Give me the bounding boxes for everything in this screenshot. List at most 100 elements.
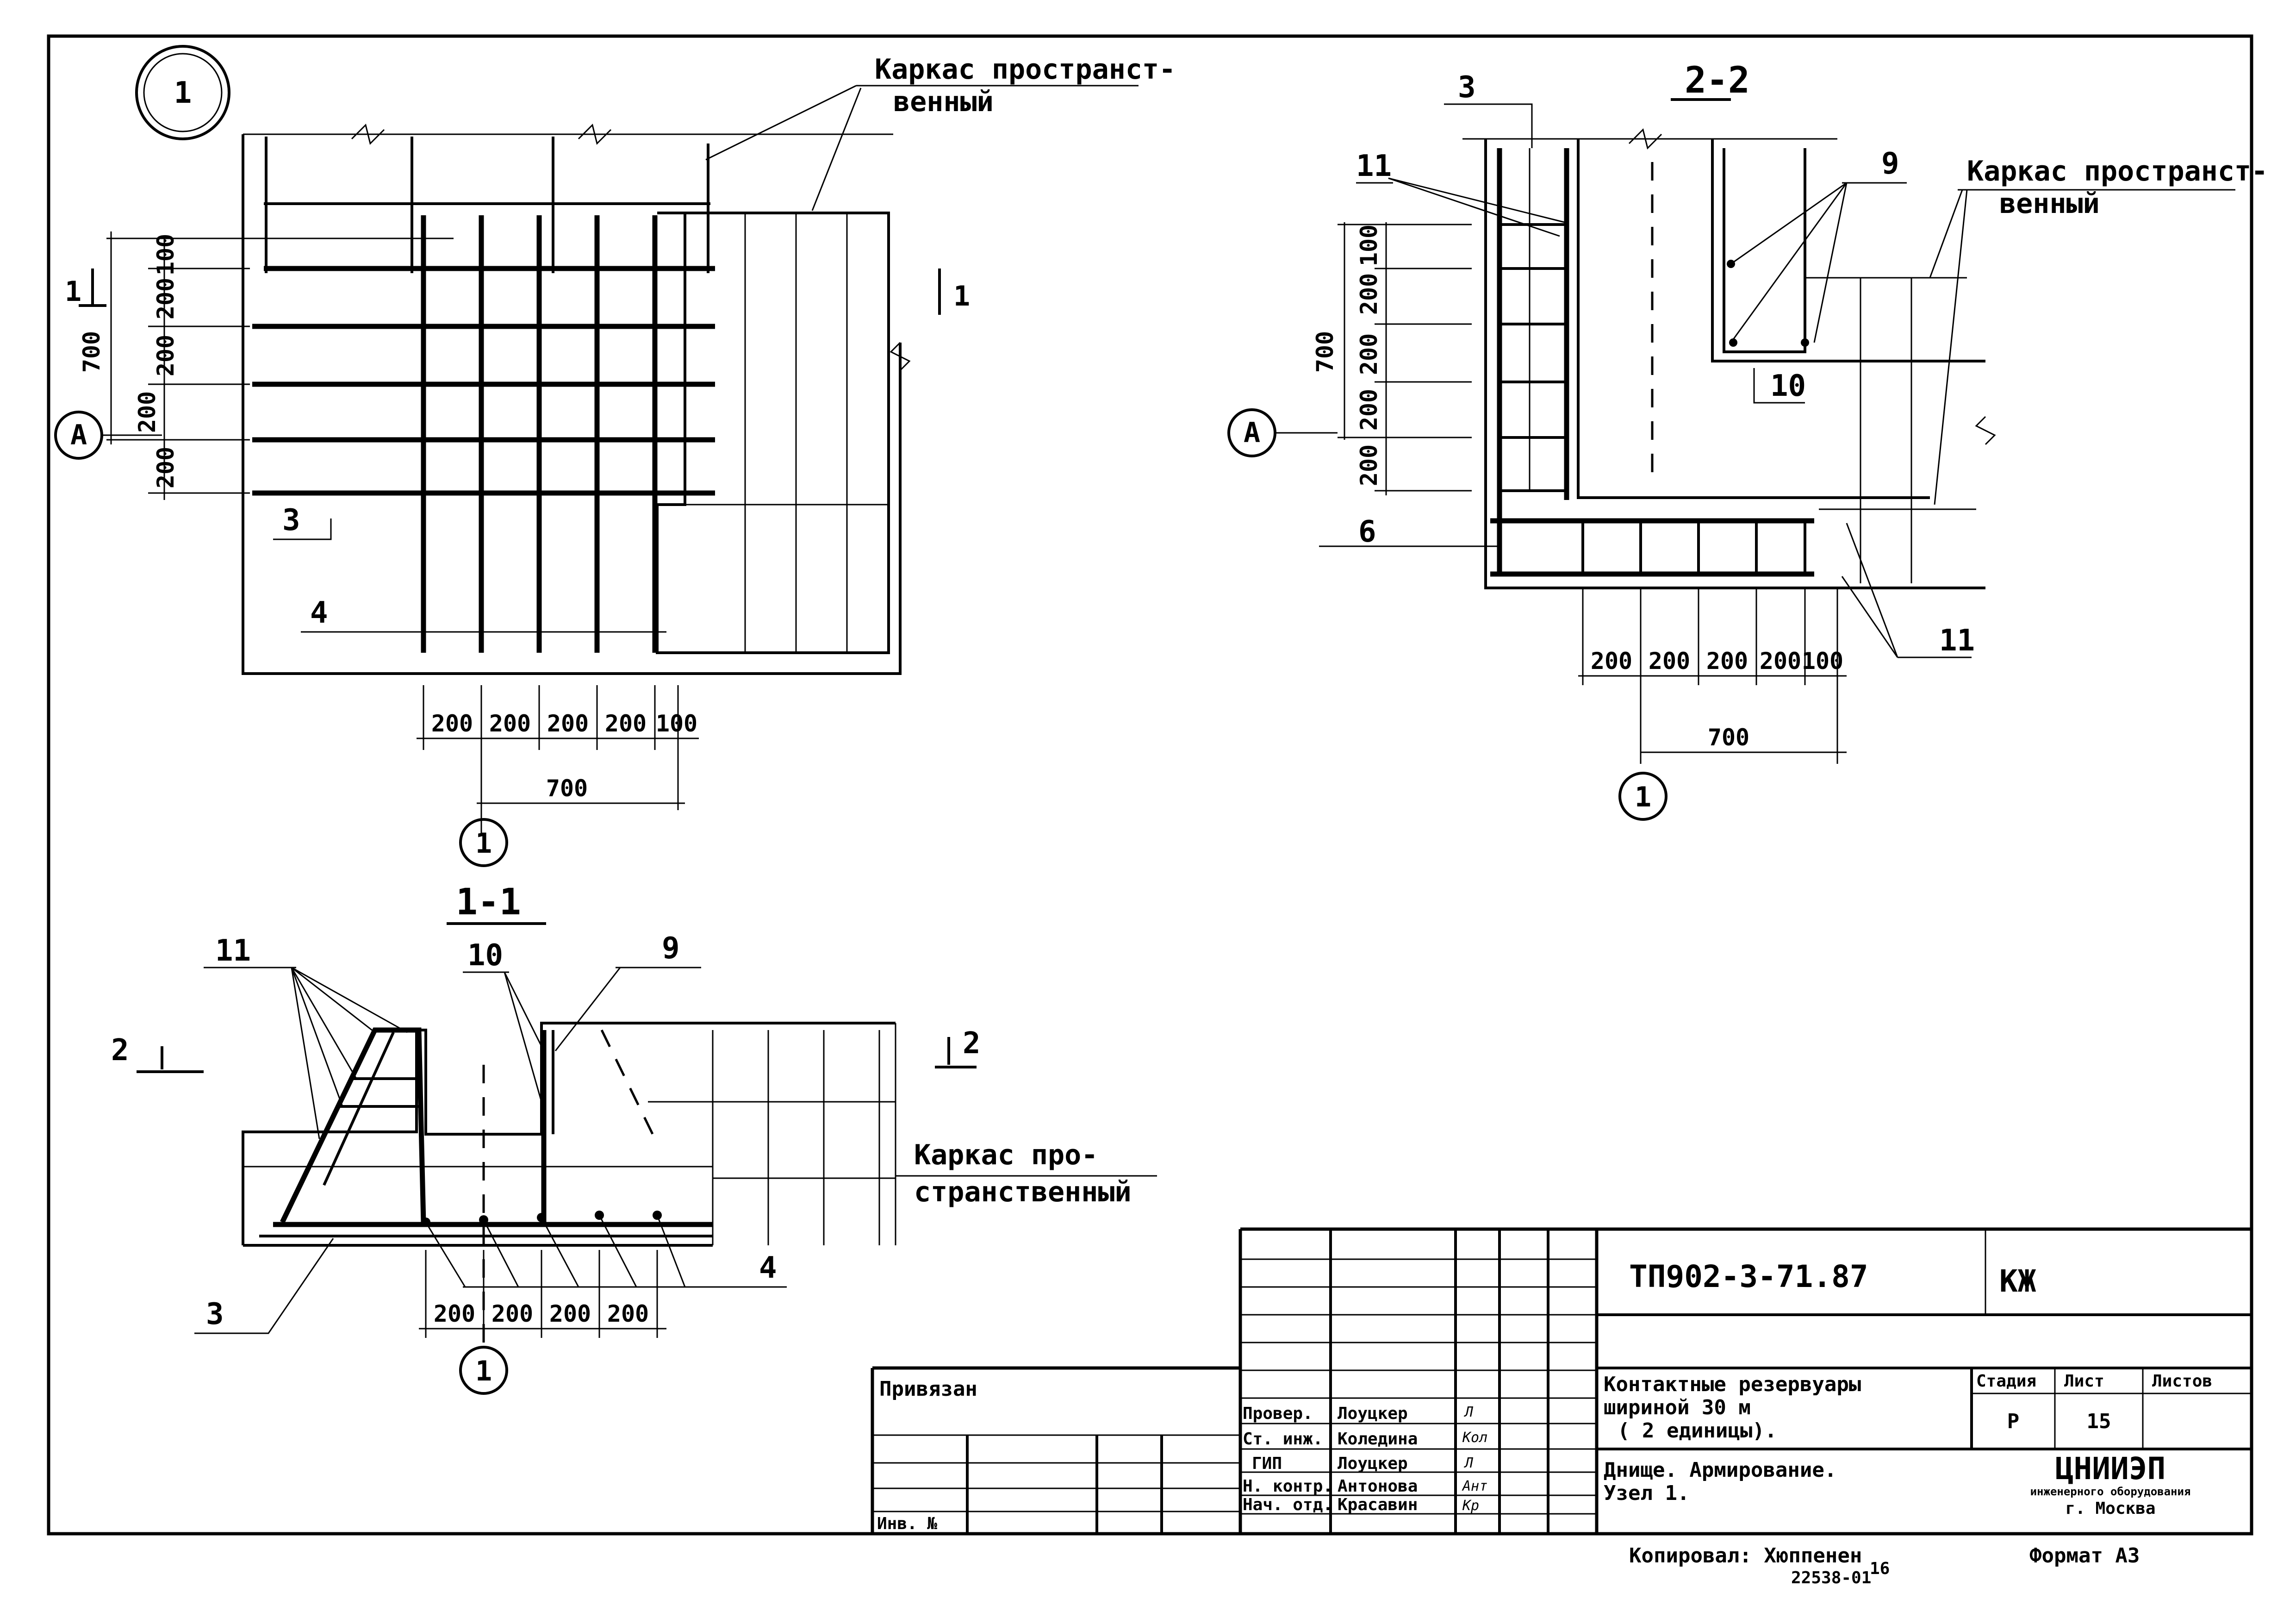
s22-outline-outer (1484, 139, 1985, 589)
plan-dim-v-100: 100 (152, 234, 179, 275)
s11-leader-4b (483, 1219, 519, 1287)
s22-bar-dot (1729, 338, 1737, 347)
s22-break-mark-right (1975, 416, 1996, 445)
tb-stage-header: Стадия (1976, 1372, 2036, 1391)
tb-sheet-value: 15 (2087, 1410, 2111, 1433)
node-mark-circle-outer (135, 45, 230, 140)
tb-role: Ст. инж. (1243, 1430, 1323, 1449)
title-block: Привязан Инв. № ТП902-3-71.87 КЖ Контакт… (871, 1227, 2252, 1587)
s22-dim-h-200: 200 (1760, 648, 1801, 675)
tb-project-line2: шириной 30 м (1604, 1396, 1751, 1419)
tb-archive-sheet: 16 (1870, 1559, 1890, 1578)
s11-cut-label-left: 2 (111, 1033, 129, 1068)
s22-leader-11b (1388, 177, 1560, 237)
plan-cut-label-left: 1 (65, 275, 81, 308)
s11-cut-label-right: 2 (963, 1026, 981, 1061)
tb-org-line1: инженерного оборудования (2030, 1485, 2191, 1498)
s22-dim-v-200: 200 (1356, 333, 1382, 375)
s11-dim-h-200: 200 (607, 1300, 649, 1327)
s11-position-3: 3 (206, 1297, 224, 1331)
s22-dim-h-200: 200 (1591, 648, 1632, 675)
tb-stage-value: Р (2007, 1410, 2020, 1433)
tb-name: Лоуцкер (1338, 1404, 1408, 1423)
tb-org-name: ЦНИИЭП (2055, 1451, 2165, 1487)
plan-spatial-frame-outline (656, 212, 890, 654)
plan-cut-label-right: 1 (953, 280, 970, 312)
s22-leader-11a (1388, 177, 1565, 223)
s11-position-4: 4 (759, 1251, 777, 1285)
s22-dim-v-200: 200 (1356, 444, 1382, 486)
s11-leader-11d (291, 967, 320, 1139)
sheet-frame (47, 34, 2253, 1536)
plan-dim-h-200: 200 (605, 710, 647, 737)
s11-left-cage (280, 1027, 426, 1224)
section-2-2-title: 2-2 (1685, 60, 1750, 101)
node-mark: 1 (174, 76, 192, 110)
s11-leader-4c (541, 1217, 579, 1287)
s22-position-11-top: 11 (1356, 149, 1392, 183)
s11-leader-4a (425, 1222, 466, 1287)
plan-frame-note-line2: венный (893, 86, 994, 118)
s22-dim-h-100: 100 (1802, 648, 1843, 675)
tb-doc-code: ТП902-3-71.87 (1629, 1259, 1868, 1294)
tb-sheet-line2: Узел 1. (1604, 1481, 1689, 1505)
s22-break-mark-top (1628, 128, 1662, 150)
s22-axis-1-label: 1 (1635, 781, 1651, 813)
tb-signature: Кр (1462, 1498, 1479, 1514)
s22-leader-11f (1841, 576, 1898, 658)
plan-position-3: 3 (282, 503, 300, 537)
s11-position-9: 9 (662, 931, 680, 966)
plan-frame-note-leader (705, 85, 857, 161)
tb-project-line1: Контактные резервуары (1604, 1373, 1861, 1396)
s11-frame-note-line1: Каркас про- (914, 1139, 1098, 1171)
s11-leader-3 (194, 1238, 334, 1334)
plan-dim-v-200: 200 (152, 447, 179, 488)
s22-leader-3 (1444, 103, 1533, 148)
plan-frame-note-leader (811, 87, 862, 211)
tb-copied-by: Копировал: Хюппенен (1629, 1544, 1862, 1568)
plan-break-mark-1 (351, 124, 385, 145)
s11-axis-1-label: 1 (475, 1355, 492, 1387)
s22-leader-11e (1846, 523, 1898, 658)
plan-dim-v-700: 700 (78, 331, 105, 373)
plan-slab-outline (242, 134, 902, 675)
s22-frame-note-leader (1934, 189, 1968, 505)
s11-leader-11c (291, 967, 343, 1107)
tb-name: Красавин (1338, 1495, 1418, 1514)
s22-dim-v-100: 100 (1356, 225, 1382, 266)
s22-wall-right (1711, 139, 1985, 362)
s11-leader-4d (598, 1215, 637, 1287)
tb-archive-no: 22538-01 (1791, 1568, 1871, 1587)
tb-project-line3: ( 2 единицы). (1618, 1419, 1777, 1443)
plan-dim-h-200: 200 (431, 710, 473, 737)
plan-dim-h-200: 200 (489, 710, 531, 737)
plan-axis-1-label: 1 (475, 827, 492, 860)
s22-dim-h-200: 200 (1706, 648, 1748, 675)
section-2-2: 2-2 (1227, 60, 2268, 821)
s22-axis-1-circle (1618, 772, 1668, 821)
plan-axis-a-label: А (70, 419, 87, 451)
plan-axis-1-circle (459, 818, 508, 867)
s22-bar-dot (1727, 260, 1735, 268)
tb-signature: Ант (1462, 1478, 1487, 1494)
s22-leader-9b (1730, 182, 1848, 343)
tb-role: Провер. (1243, 1404, 1313, 1423)
s11-dim-h-200: 200 (549, 1300, 591, 1327)
s11-leader-9a (554, 967, 621, 1051)
plan-dim-h-700: 700 (546, 775, 588, 802)
s22-upper-wall-inner (1723, 148, 1806, 353)
plan-view-node-1: 1 (54, 45, 1176, 867)
s11-leader-10a (504, 972, 545, 1051)
plan-leader-3 (273, 518, 332, 540)
tb-org-line2: г. Москва (2065, 1499, 2155, 1518)
s11-position-11: 11 (215, 934, 251, 968)
tb-role: ГИП (1252, 1454, 1282, 1473)
s22-dim-v-200: 200 (1356, 389, 1382, 431)
tb-sheets-header: Листов (2152, 1372, 2212, 1391)
tb-format: Формат А3 (2029, 1544, 2140, 1568)
s22-frame-note-leader (1929, 189, 1963, 278)
s22-dim-h-700: 700 (1708, 724, 1749, 751)
s22-leader-9a (1730, 182, 1847, 265)
plan-dim-v-200: 200 (134, 391, 161, 433)
